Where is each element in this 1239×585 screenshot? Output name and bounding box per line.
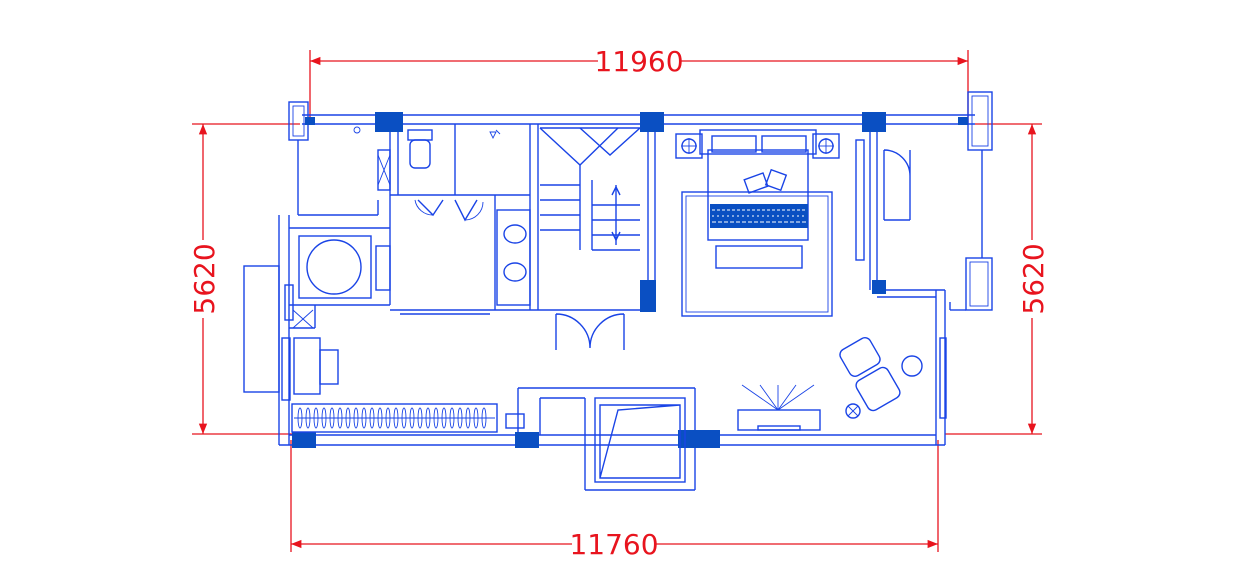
closet-doors [883,149,911,221]
dimension-right: 5620 [945,123,1050,435]
column [678,430,720,448]
wardrobe [291,403,498,433]
bathroom-fixtures [284,126,531,329]
bedroom [675,129,911,317]
column [292,432,316,448]
floor-lamp-icon [845,403,861,419]
chair [319,349,339,385]
dimension-top: 11960 [309,45,969,125]
nightstand [675,133,703,159]
column [862,112,886,132]
nightstand [812,133,840,159]
column [640,112,664,132]
dimension-bottom: 11760 [290,440,939,561]
lounge [737,337,947,431]
vanity [496,209,531,306]
armchair [855,366,901,412]
column [515,432,539,448]
column [305,117,315,125]
column [872,280,886,294]
toilet-tank [407,129,433,141]
wardrobe-corridor [281,337,686,483]
double-door [555,313,625,350]
tv-console [737,409,821,431]
column [958,117,968,125]
structural-columns [292,112,968,448]
toilet-bowl [409,139,431,169]
dimension-bottom-label: 11760 [569,528,658,561]
rug [681,191,833,317]
pillow [711,135,757,153]
outer-walls [243,91,993,446]
bathtub-basin [306,239,362,295]
dimension-left: 5620 [188,123,300,435]
pillow [761,135,807,153]
bathtub [298,235,372,299]
bench [715,245,803,269]
column [640,280,656,312]
armchair [839,337,881,377]
side-table [901,355,923,377]
sink-icon [503,262,527,282]
sink-icon [503,224,527,244]
dimension-left-label: 5620 [188,243,221,314]
dimension-right-label: 5620 [1017,243,1050,314]
column [375,112,403,132]
dimension-top-label: 11960 [594,45,683,78]
desk [293,337,321,395]
bed [707,149,809,241]
staircase [539,127,641,350]
stairwell [594,397,686,483]
